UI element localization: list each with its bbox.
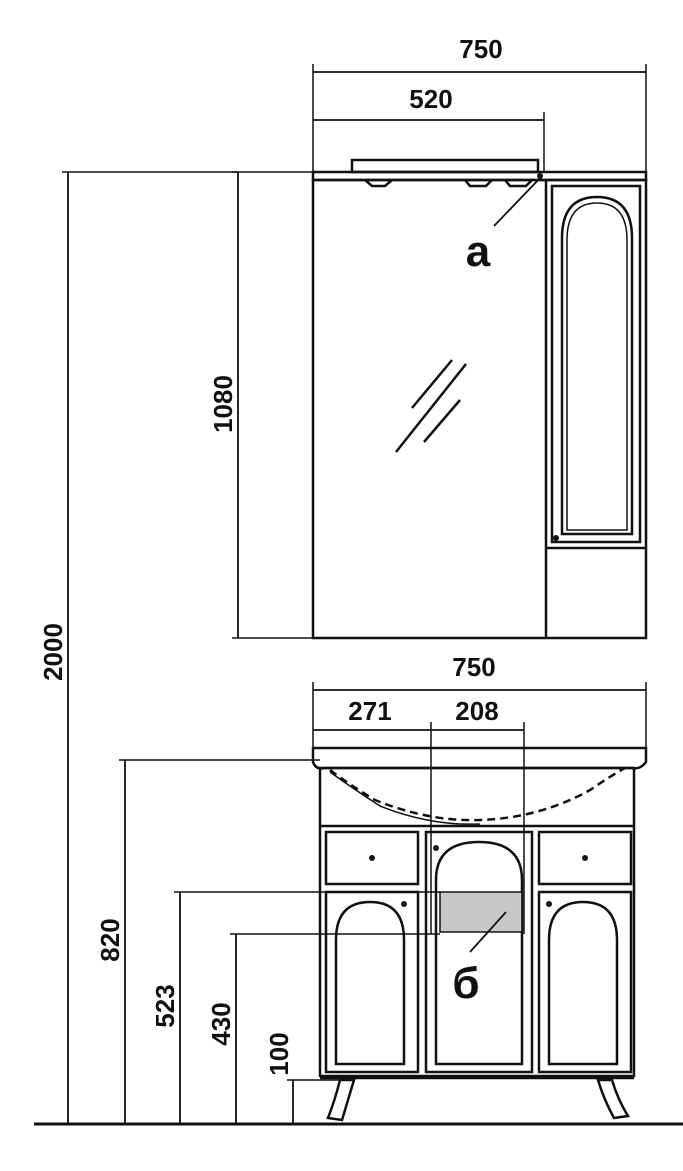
dim-shelf-width: 520 [409,84,452,114]
dim-vanity-height: 820 [95,918,125,961]
left-door-knob [401,901,407,907]
lamp-clips [364,179,533,188]
siphon-area [439,891,523,933]
center-door-knob [433,845,439,851]
side-door [550,184,642,544]
dim-legs-height: 100 [264,1032,294,1075]
right-leg [596,1078,631,1120]
marker-a-leader [493,175,543,227]
right-drawer [537,830,633,886]
dim-vanity-width: 750 [452,652,495,682]
mirror-cabinet [311,158,648,640]
basin-outline [329,766,626,822]
dim-sink-width: 208 [455,696,498,726]
left-drawer [324,830,420,886]
marker-a: а [466,227,491,276]
right-drawer-knob [582,855,588,861]
center-door-arch [434,840,524,1066]
side-door-arch-panel [560,195,634,536]
right-door-arch [547,900,619,1066]
left-leg [326,1078,356,1122]
vanity-carcass [318,766,636,1078]
dim-sink-offset: 271 [348,696,391,726]
dim-drain-height: 523 [150,984,180,1027]
side-door-arch-inner [566,202,628,531]
side-door-knob [553,535,559,541]
mirror-reflection-icon [395,359,467,453]
right-door [537,890,633,1074]
center-door [424,830,534,1074]
mirror-body [311,178,648,640]
right-door-knob [546,901,552,907]
dim-mirror-height: 1080 [208,375,238,433]
marker-b: б [452,959,479,1008]
left-door-arch [334,900,406,1066]
dim-mirror-width: 750 [459,34,502,64]
basin-inner [329,771,481,825]
dimension-lines [62,64,647,1124]
dim-drain-lower-height: 430 [206,1002,236,1045]
left-drawer-knob [369,855,375,861]
mirror-lamp [350,158,540,174]
dim-total-height: 2000 [38,623,68,681]
sink-countertop [311,746,648,770]
marker-b-leader [469,911,507,953]
